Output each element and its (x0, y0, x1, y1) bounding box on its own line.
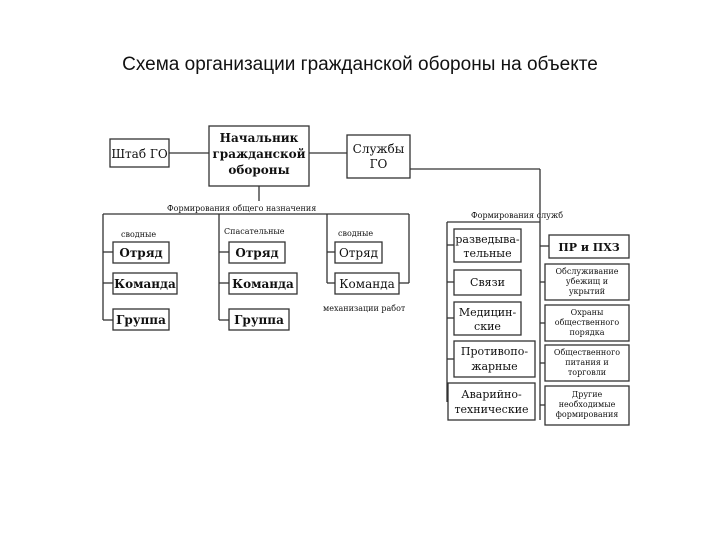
komanda-label-2: Команда (232, 277, 294, 291)
otryad-label-3: Отряд (339, 246, 378, 260)
service-label-shelters-1: Обслуживание (555, 267, 618, 276)
shtab-label: Штаб ГО (111, 147, 167, 161)
service-label-fire-1: Противопо- (461, 345, 528, 358)
services-label-1: Службы (353, 142, 405, 156)
service-box-emergency (447, 382, 536, 421)
group-label-mechanization: механизации работ (323, 304, 406, 313)
services-label-2: ГО (370, 157, 388, 171)
gruppa-label-1: Группа (116, 313, 166, 327)
group-label-rescue: Спасательные (224, 227, 285, 236)
service-label-shelters-2: убежищ и (566, 277, 608, 286)
komanda-label-3: Команда (339, 277, 395, 291)
service-label-other-1: Другие (572, 390, 603, 399)
general-formations-label: Формирования общего назначения (167, 204, 316, 213)
service-label-order-1: Охраны (571, 308, 604, 317)
service-label-other-2: необходимые (559, 400, 616, 409)
slide-title: Схема организации гражданской обороны на… (122, 54, 598, 75)
gruppa-label-2: Группа (234, 313, 284, 327)
otryad-label-1: Отряд (119, 246, 162, 260)
services-box (346, 134, 411, 179)
service-label-emergency-1: Аварийно- (461, 388, 522, 401)
service-label-medical-2: ские (474, 320, 501, 333)
service-label-order-3: порядка (569, 328, 604, 337)
service-label-razvedka-1: разведыва- (455, 233, 520, 246)
service-label-emergency-2: технические (454, 403, 528, 416)
group-label-combined-1: сводные (121, 230, 156, 239)
service-label-pr-phz: ПР и ПХЗ (558, 241, 619, 254)
group-label-combined-2: сводные (338, 229, 373, 238)
chief-label-3: обороны (228, 163, 289, 177)
service-label-svyazi: Связи (470, 276, 505, 289)
chief-label-2: гражданской (212, 147, 305, 161)
service-label-razvedka-2: тельные (463, 247, 511, 260)
komanda-label-1: Команда (114, 277, 176, 291)
service-label-shelters-3: укрытий (569, 287, 605, 296)
service-formations-label: Формирования служб (471, 211, 563, 220)
service-label-medical-1: Медицин- (459, 306, 517, 319)
service-label-order-2: общественного (555, 318, 620, 327)
service-label-food-1: Общественного (554, 348, 620, 357)
service-label-food-2: питания и (565, 358, 608, 367)
service-label-food-3: торговли (568, 368, 606, 377)
chief-label-1: Начальник (220, 131, 299, 145)
otryad-label-2: Отряд (235, 246, 278, 260)
service-label-other-3: формирования (556, 410, 619, 419)
service-label-fire-2: жарные (471, 360, 517, 373)
